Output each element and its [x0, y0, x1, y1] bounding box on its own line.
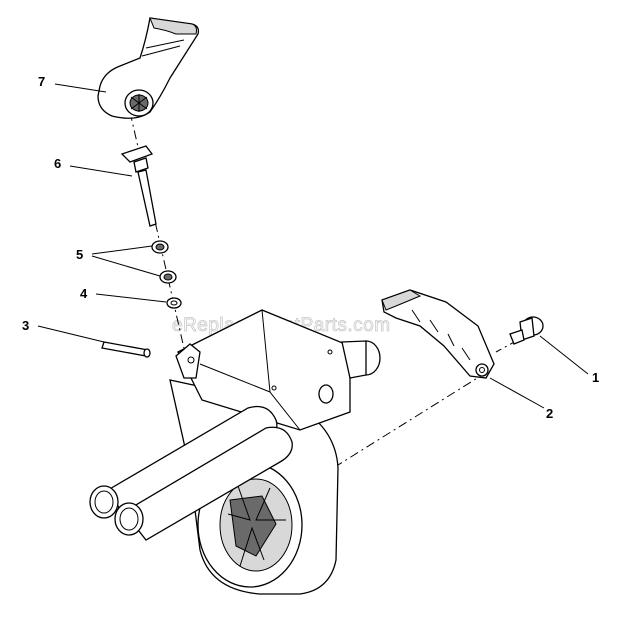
callout-labels: 7 6 5 4 3 1 2: [22, 74, 599, 421]
callout-2: 2: [546, 406, 553, 421]
part-1-bolt[interactable]: [509, 316, 544, 345]
callout-7: 7: [38, 74, 45, 89]
callout-5: 5: [76, 247, 83, 262]
part-2-bracket[interactable]: [381, 289, 495, 379]
part-3-roll-pin[interactable]: [101, 341, 151, 358]
part-5-nuts[interactable]: [151, 240, 177, 284]
part-6-pin[interactable]: [120, 145, 157, 227]
callout-4: 4: [80, 286, 88, 301]
chute-housing[interactable]: [89, 309, 381, 595]
callout-3: 3: [22, 318, 29, 333]
callout-1: 1: [592, 370, 599, 385]
part-4-washer[interactable]: [166, 297, 182, 309]
callout-6: 6: [54, 156, 61, 171]
leader-lines: [37, 83, 589, 409]
part-7-handle[interactable]: [97, 17, 200, 119]
